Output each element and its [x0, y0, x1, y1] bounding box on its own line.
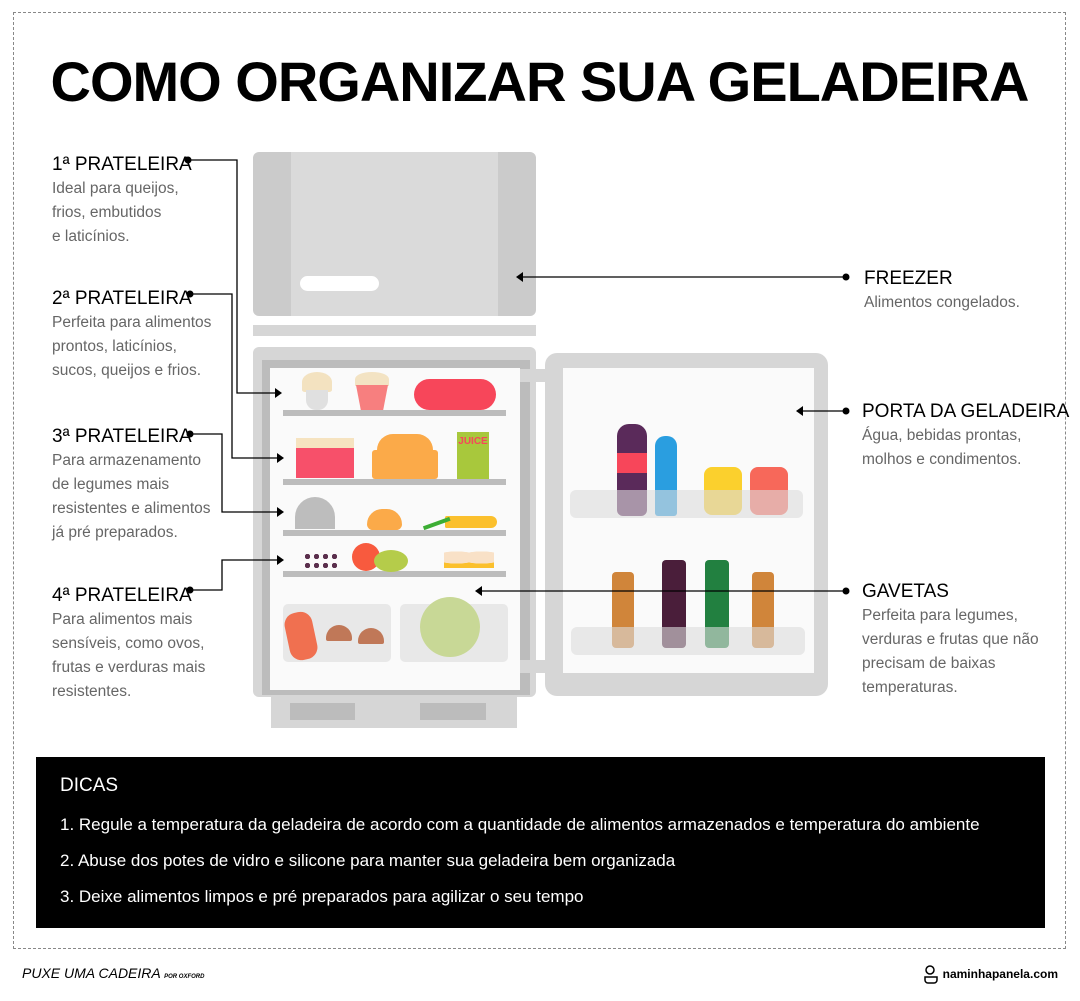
hinge [520, 369, 550, 382]
shelf-1 [283, 410, 506, 416]
label-shelf-1: 1ª PRATELEIRA Ideal para queijos, frios,… [52, 153, 192, 249]
tips-heading: DICAS [60, 775, 119, 796]
pear-icon [374, 550, 408, 572]
door-shelf-top [570, 490, 803, 518]
connector-shelf-4 [190, 559, 278, 591]
cake-icon [296, 438, 354, 478]
pan-logo-icon [923, 965, 938, 984]
soda-label [617, 453, 647, 473]
hinge [520, 660, 550, 673]
label-desc: Perfeita para alimentos prontos, laticín… [52, 314, 212, 379]
door-shelf-bottom [571, 627, 805, 655]
label-title: PORTA DA GELADEIRA [862, 401, 1070, 422]
footer-logo-right: naminhapanela.com [923, 964, 1058, 984]
burger-icon [367, 509, 402, 530]
mushroom-icon [326, 625, 352, 641]
label-desc: Alimentos congelados. [864, 294, 1020, 311]
ice-cream-cup [306, 390, 328, 410]
label-desc: Água, bebidas prontas, molhos e condimen… [862, 427, 1022, 468]
mushroom-icon [358, 628, 384, 644]
label-desc: Para alimentos mais sensíveis, como ovos… [52, 611, 206, 700]
connector-shelf-2 [190, 293, 278, 459]
footer-logo-left: PUXE UMA CADEIRA POR OXFORD [22, 965, 204, 981]
pot-icon [372, 450, 438, 479]
label-title: 3ª PRATELEIRA [52, 426, 192, 447]
label-shelf-3: 3ª PRATELEIRA Para armazenamento de legu… [52, 425, 211, 545]
shelf-4 [283, 571, 506, 577]
label-door: PORTA DA GELADEIRA Água, bebidas prontas… [862, 400, 1069, 472]
label-shelf-4: 4ª PRATELEIRA Para alimentos mais sensív… [52, 584, 205, 704]
ice-cream-icon [302, 372, 332, 392]
freezer-handle [300, 276, 379, 291]
logo-text: PUXE UMA CADEIRA [22, 965, 161, 981]
label-title: FREEZER [864, 268, 953, 289]
tip-item: 1. Regule a temperatura da geladeira de … [60, 815, 980, 834]
shelf-2 [283, 479, 506, 485]
juice-carton-icon: JUICE [457, 432, 489, 479]
shelf-3 [283, 530, 506, 536]
tip-item: 3. Deixe alimentos limpos e pré preparad… [60, 887, 584, 906]
label-title: GAVETAS [862, 581, 949, 602]
salami-icon [414, 379, 496, 410]
fridge-divider [253, 325, 536, 336]
label-title: 1ª PRATELEIRA [52, 154, 192, 175]
tips-box: DICAS 1. Regule a temperatura da geladei… [36, 757, 1045, 928]
label-title: 4ª PRATELEIRA [52, 585, 192, 606]
cloche-icon [295, 497, 335, 529]
label-drawers: GAVETAS Perfeita para legumes, verduras … [862, 580, 1039, 700]
cupcake-icon [355, 372, 389, 386]
cupcake-base [356, 385, 388, 410]
connector-shelf-1 [188, 159, 276, 394]
label-freezer: FREEZER Alimentos congelados. [864, 267, 1020, 315]
cabbage-icon [420, 597, 480, 657]
base-vent [420, 703, 486, 720]
page-title: COMO ORGANIZAR SUA GELADEIRA [50, 50, 1030, 113]
pot-lid [377, 434, 433, 450]
label-shelf-2: 2ª PRATELEIRA Perfeita para alimentos pr… [52, 287, 211, 383]
label-desc: Perfeita para legumes, verduras e frutas… [862, 607, 1039, 696]
carrot-icon [445, 516, 497, 528]
connector-shelf-3 [190, 433, 278, 513]
grapes-icon [303, 552, 337, 570]
tip-item: 2. Abuse dos potes de vidro e silicone p… [60, 851, 676, 870]
label-desc: Para armazenamento de legumes mais resis… [52, 452, 211, 541]
dashed-border [13, 12, 1066, 949]
label-title: 2ª PRATELEIRA [52, 288, 192, 309]
label-desc: Ideal para queijos, frios, embutidos e l… [52, 180, 179, 245]
site-name: naminhapanela.com [942, 967, 1058, 981]
logo-sub: POR OXFORD [164, 974, 205, 980]
eggs-icon [444, 547, 494, 568]
base-vent [290, 703, 355, 720]
